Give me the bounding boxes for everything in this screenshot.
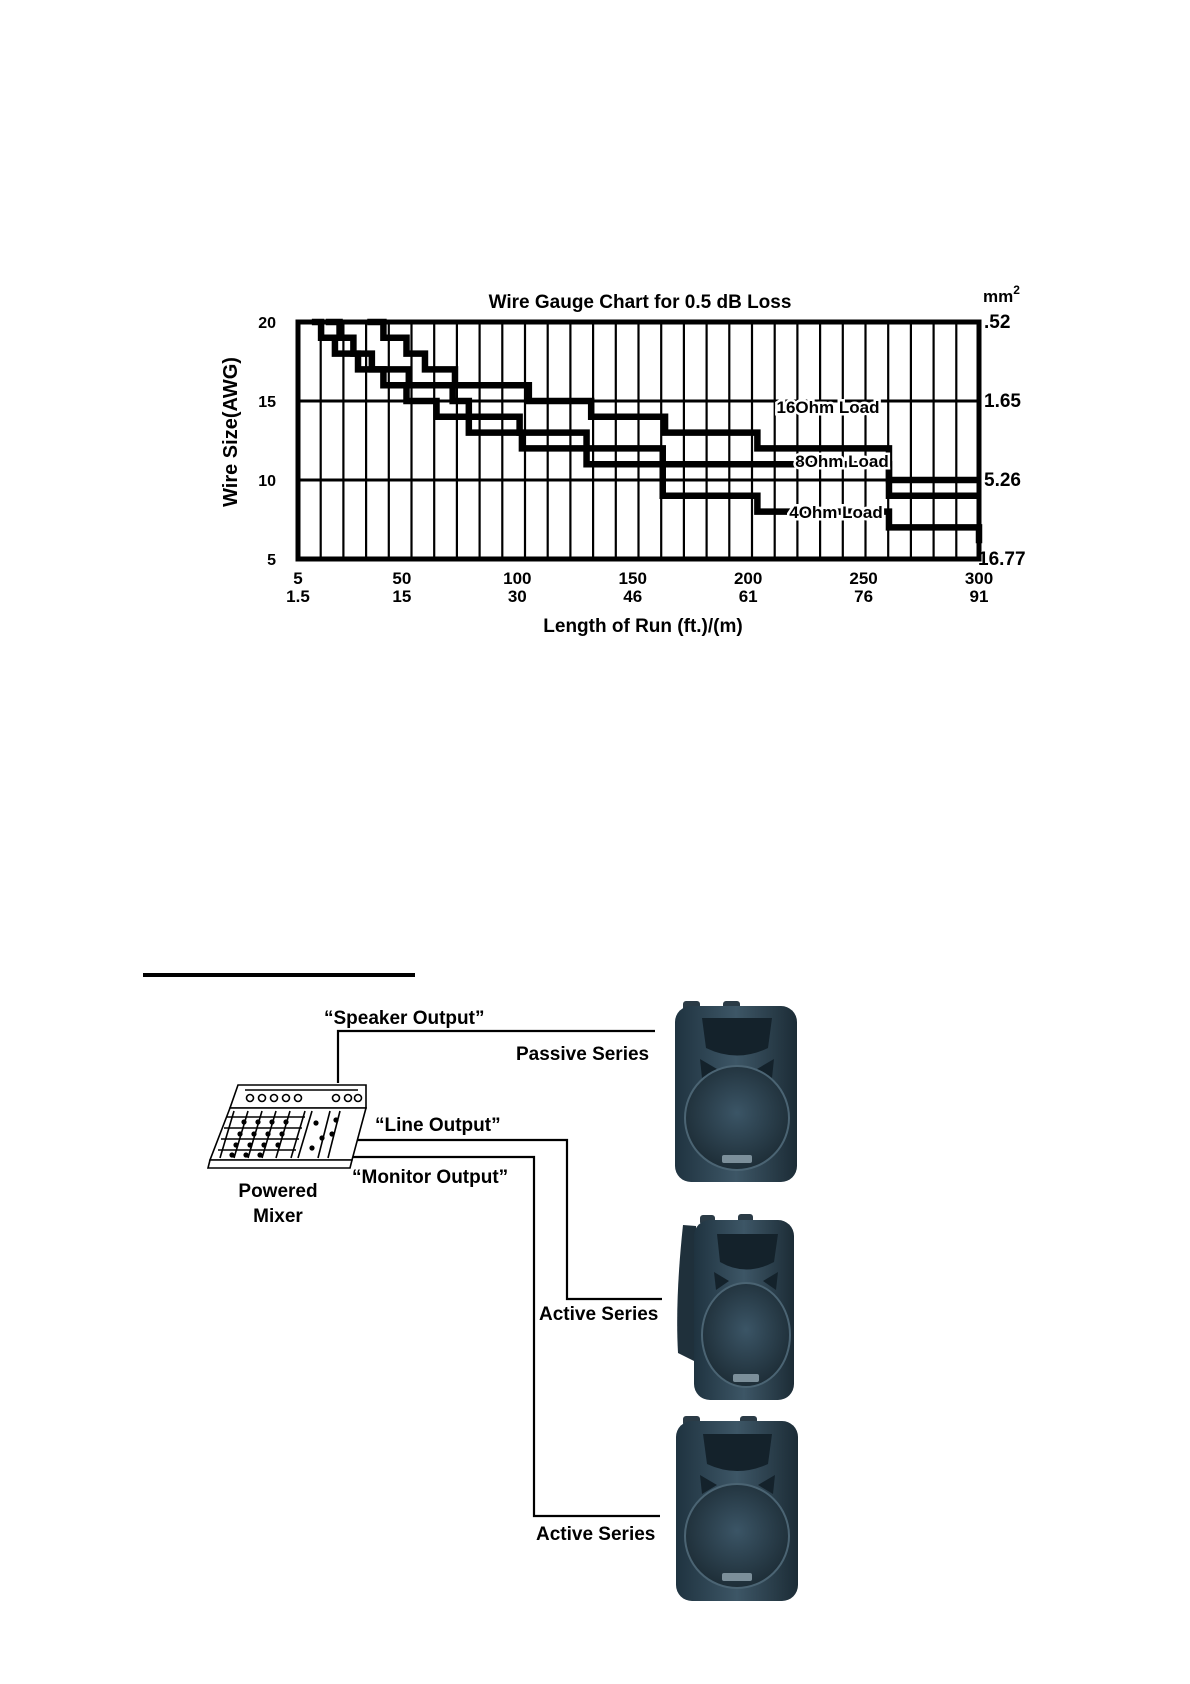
series-label-3: 4Ohm Load bbox=[789, 503, 883, 522]
chart-title: Wire Gauge Chart for 0.5 dB Loss bbox=[489, 292, 792, 313]
y2-tick-labels: .52 1.65 5.26 16.77 bbox=[978, 312, 1026, 570]
series-label-1: 16Ohm Load bbox=[777, 398, 880, 417]
connection-lines bbox=[338, 1031, 662, 1516]
x-tick-label-ft: 100 bbox=[503, 569, 531, 588]
x-axis-label: Length of Run (ft.)/(m) bbox=[543, 616, 742, 637]
line-output-cable bbox=[348, 1140, 662, 1299]
x-tick-label-ft: 250 bbox=[849, 569, 877, 588]
y2-axis-label: mm2 bbox=[983, 283, 1020, 306]
x-tick-label-ft: 150 bbox=[619, 569, 647, 588]
x-tick-label-m: 30 bbox=[508, 587, 527, 606]
chart-grid bbox=[298, 322, 979, 559]
y2-tick-label: .52 bbox=[984, 312, 1010, 333]
series-label-2: 8Ohm Load bbox=[795, 452, 889, 471]
monitor-output-cable bbox=[340, 1157, 660, 1516]
x-tick-label-m: 15 bbox=[392, 587, 411, 606]
passive-series-label: Passive Series bbox=[516, 1044, 649, 1065]
x-tick-label-m: 91 bbox=[970, 587, 989, 606]
y-tick-label: 20 bbox=[258, 315, 276, 332]
x-tick-label-ft: 5 bbox=[293, 569, 302, 588]
y-tick-label: 5 bbox=[267, 552, 276, 569]
x-tick-label-m: 1.5 bbox=[286, 587, 310, 606]
x-tick-label-m: 61 bbox=[739, 587, 758, 606]
active-speaker-image-2 bbox=[676, 1416, 798, 1601]
y2-axis-label-sup: 2 bbox=[1013, 283, 1020, 297]
x-tick-label-ft: 50 bbox=[392, 569, 411, 588]
x-tick-label-ft: 300 bbox=[965, 569, 993, 588]
x-tick-label-m: 46 bbox=[623, 587, 642, 606]
line-output-label: “Line Output” bbox=[375, 1115, 501, 1136]
monitor-output-label: “Monitor Output” bbox=[352, 1167, 508, 1188]
active-speaker-image-1 bbox=[677, 1214, 794, 1400]
powered-mixer-icon bbox=[208, 1085, 366, 1168]
y-tick-label: 10 bbox=[258, 473, 276, 490]
mixer-label-line2: Mixer bbox=[253, 1206, 303, 1227]
y2-axis-label-unit: mm bbox=[983, 287, 1013, 306]
y-axis-label: Wire Size(AWG) bbox=[220, 357, 242, 507]
x-tick-label-ft: 200 bbox=[734, 569, 762, 588]
wire-gauge-chart: 16Ohm Load 8Ohm Load 4Ohm Load Wire Gauge … bbox=[0, 0, 1190, 700]
active-series-label-1: Active Series bbox=[539, 1304, 658, 1325]
y-tick-label: 15 bbox=[258, 394, 276, 411]
speaker-output-label: “Speaker Output” bbox=[324, 1008, 484, 1029]
mixer-label-line1: Powered bbox=[238, 1181, 317, 1202]
y2-tick-label: 1.65 bbox=[984, 391, 1021, 412]
passive-speaker-image bbox=[675, 1001, 797, 1182]
speaker-output-cable bbox=[338, 1031, 655, 1083]
y2-tick-label: 5.26 bbox=[984, 470, 1021, 491]
active-series-label-2: Active Series bbox=[536, 1524, 655, 1545]
y2-tick-label: 16.77 bbox=[978, 549, 1026, 570]
y-tick-labels: 20 15 10 5 bbox=[258, 315, 276, 569]
x-tick-label-m: 76 bbox=[854, 587, 873, 606]
